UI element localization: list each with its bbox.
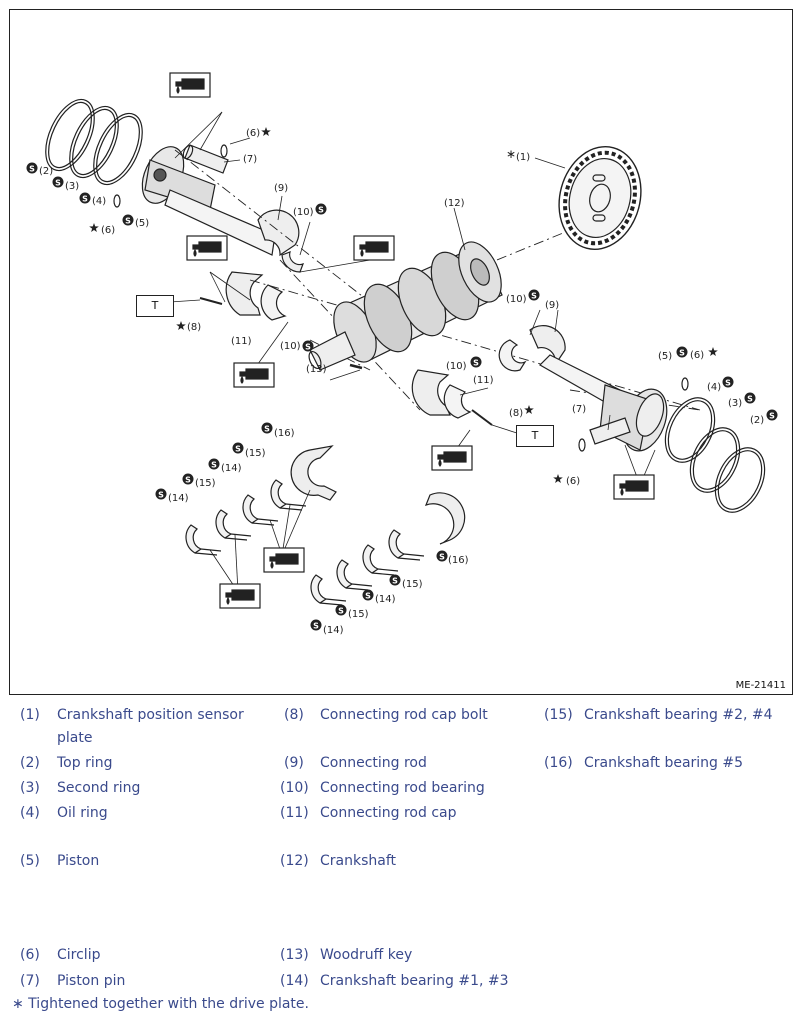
callout-9: (9)	[274, 183, 288, 194]
callout-14: (14)	[221, 463, 242, 474]
connecting-rod-right	[498, 325, 621, 406]
callout-6: (6)	[101, 225, 115, 236]
circlip-right-2	[681, 377, 689, 391]
callout-6: (6)	[246, 128, 260, 139]
callout-4: (4)	[92, 196, 106, 207]
callout-4: (4)	[707, 382, 721, 393]
s-icon	[231, 441, 245, 455]
oil-icon	[353, 235, 395, 261]
callout-11: (11)	[473, 375, 494, 386]
star-icon	[552, 473, 564, 484]
star-icon	[88, 222, 100, 233]
s-icon	[51, 175, 65, 189]
callout-15: (15)	[195, 478, 216, 489]
circlip-right	[578, 438, 586, 452]
torque-tag: T	[136, 295, 174, 317]
callout-16: (16)	[448, 555, 469, 566]
s-icon	[675, 345, 689, 359]
rod-bearing-upper-left	[281, 251, 305, 273]
crankshaft-position-sensor-plate	[558, 146, 642, 250]
star-icon	[707, 346, 719, 357]
piston-rings-left	[45, 98, 143, 186]
callout-16: (16)	[274, 428, 295, 439]
s-icon	[181, 472, 195, 486]
callout-5: (5)	[135, 218, 149, 229]
callout-10: (10)	[506, 294, 527, 305]
callout-5: (5)	[658, 351, 672, 362]
s-icon	[721, 375, 735, 389]
s-icon	[527, 288, 541, 302]
oil-icon	[613, 474, 655, 500]
callout-3: (3)	[728, 398, 742, 409]
s-icon	[334, 603, 348, 617]
callout-7: (7)	[243, 154, 257, 165]
s-icon	[260, 421, 274, 435]
s-icon	[765, 408, 779, 422]
callout-2: (2)	[39, 166, 53, 177]
crankshaft-bearings-upper	[185, 445, 337, 556]
callout-6: (6)	[690, 350, 704, 361]
rod-cap-right	[411, 369, 493, 426]
callout-8: (8)	[187, 322, 201, 333]
rod-cap-left	[225, 271, 287, 321]
callout-7: (7)	[572, 404, 586, 415]
callout-15: (15)	[402, 579, 423, 590]
s-icon	[435, 549, 449, 563]
s-icon	[314, 202, 328, 216]
s-icon	[301, 339, 315, 353]
callout-6: (6)	[566, 476, 580, 487]
callout-15: (15)	[245, 448, 266, 459]
crankshaft	[308, 241, 503, 371]
footnote: ∗ Tightened together with the drive plat…	[12, 996, 309, 1012]
callout-3: (3)	[65, 181, 79, 192]
oil-icon	[219, 583, 261, 609]
callout-8: (8)	[509, 408, 523, 419]
s-icon	[121, 213, 135, 227]
callout-12: (12)	[444, 198, 465, 209]
star-icon	[175, 320, 187, 331]
callout-13: (13)	[306, 364, 327, 375]
star-icon	[260, 126, 272, 137]
oil-icon	[186, 235, 228, 261]
star-icon	[523, 404, 535, 415]
oil-icon	[431, 445, 473, 471]
callout-9: (9)	[545, 300, 559, 311]
callout-10: (10)	[446, 361, 467, 372]
callout-14: (14)	[168, 493, 189, 504]
callout-15: (15)	[348, 609, 369, 620]
s-icon	[743, 391, 757, 405]
s-icon	[361, 588, 375, 602]
piston-right	[599, 384, 668, 452]
crankshaft-bearings-lower	[310, 492, 466, 606]
piston-rings-right	[664, 397, 766, 513]
torque-tag: T	[516, 425, 554, 447]
woodruff-key	[349, 363, 363, 370]
s-icon	[469, 355, 483, 369]
oil-icon	[263, 547, 305, 573]
s-icon	[309, 618, 323, 632]
callout-2: (2)	[750, 415, 764, 426]
figure-id: ME-21411	[735, 680, 786, 691]
s-icon	[78, 191, 92, 205]
callout-10: (10)	[293, 207, 314, 218]
callout-11: (11)	[231, 336, 252, 347]
s-icon	[207, 457, 221, 471]
piston-pin-left	[113, 144, 229, 208]
s-icon	[154, 487, 168, 501]
s-icon	[388, 573, 402, 587]
oil-icon	[169, 72, 211, 98]
callout-14: (14)	[323, 625, 344, 636]
exploded-diagram: S	[9, 9, 793, 695]
piston-pin-right	[589, 417, 631, 445]
callout-14: (14)	[375, 594, 396, 605]
callout-10: (10)	[280, 341, 301, 352]
rod-bolt-left	[199, 297, 223, 305]
s-icon	[25, 161, 39, 175]
asterisk-icon: ∗	[506, 147, 516, 161]
diagram-drawing: S	[25, 72, 779, 636]
oil-icon	[233, 362, 275, 388]
connecting-rod-left	[164, 189, 300, 257]
callout-1: (1)	[516, 152, 530, 163]
